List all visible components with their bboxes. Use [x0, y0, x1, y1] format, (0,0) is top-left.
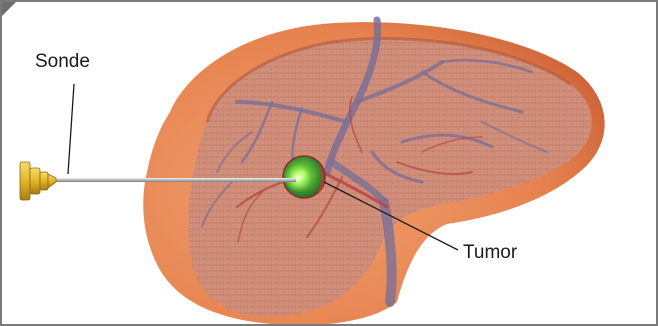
probe-handle [20, 162, 56, 200]
probe-needle [54, 178, 296, 182]
probe-leader-line [68, 84, 74, 174]
tumor-label: Tumor [463, 243, 517, 262]
probe-label: Sonde [35, 52, 90, 71]
